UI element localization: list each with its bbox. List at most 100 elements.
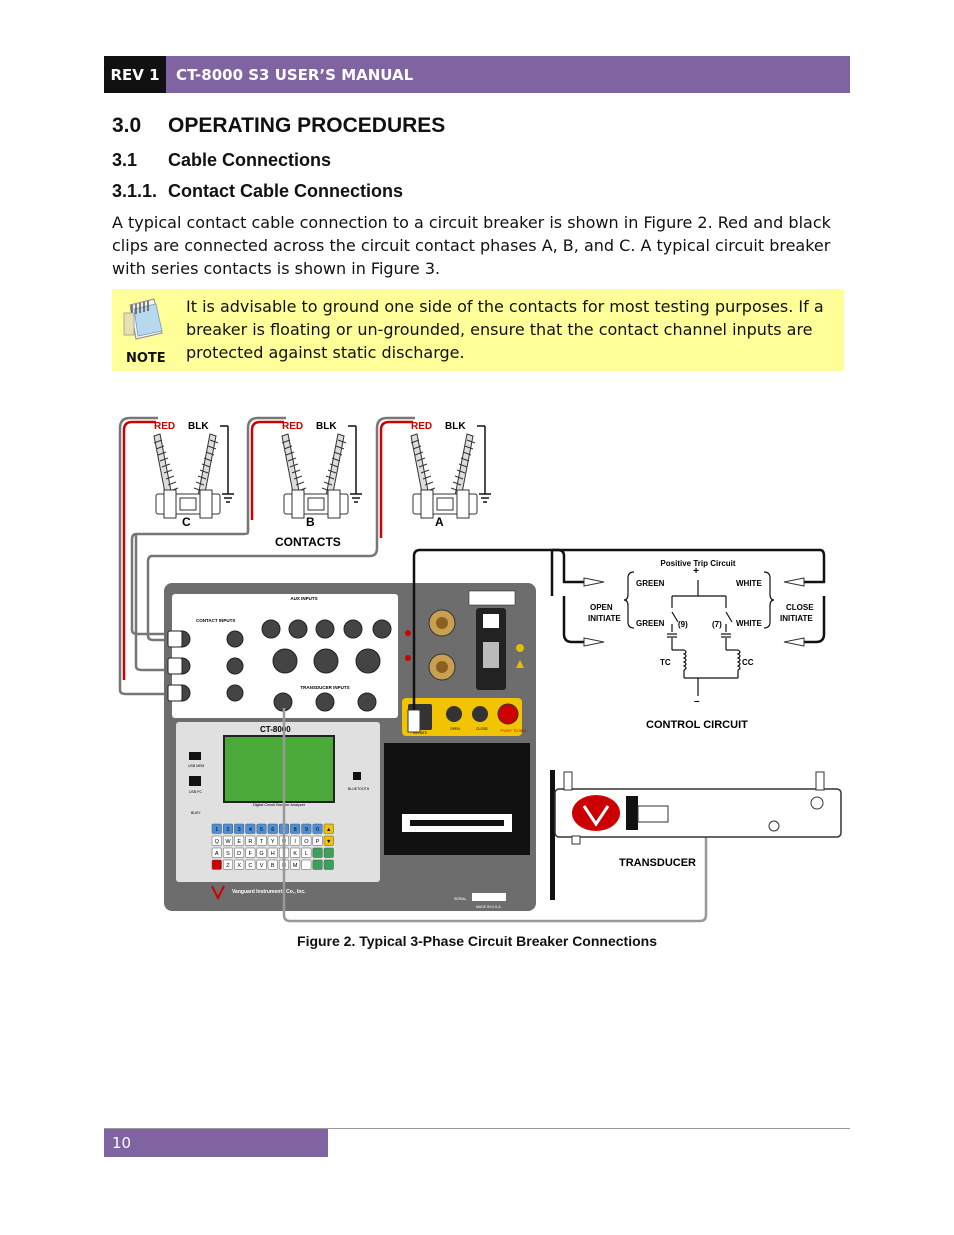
keypad-key [312,835,323,846]
keypad-key [301,835,312,846]
phase-c: RED BLK C [118,416,234,690]
keypad-key-label: M [293,863,298,869]
keypad-key [301,847,312,858]
push-label: "PUSH" TO ARM [500,729,527,733]
keypad-key [222,847,233,858]
keypad-key-label: E [237,839,241,845]
keypad-key-label: D [237,851,241,857]
keypad-key-label: L [305,851,308,857]
keypad-key-label: ▼ [326,839,331,845]
phase-c-red: RED [154,421,175,432]
keypad-key-label: 6 [271,827,274,833]
phase-a-label: A [435,515,444,529]
keypad-key [222,859,233,870]
subsection-number: 3.1 [112,150,138,170]
keypad-key-label: 8 [294,827,297,833]
initiate-label: INITIATE [413,731,428,735]
keypad-key-label: 9 [305,827,308,833]
keypad-key [267,859,278,870]
contacts-label: CONTACTS [275,535,341,549]
keypad-key [234,835,245,846]
aux-inputs-label: AUX INPUTS [290,596,317,601]
keypad-key [245,847,256,858]
cc-label: CC [742,658,754,667]
section-title: OPERATING PROCEDURES [168,114,446,137]
subsubsection-title: Contact Cable Connections [168,181,404,201]
keypad-key [267,823,278,834]
manual-title: CT-8000 S3 USER’S MANUAL [166,56,850,93]
transducer-inputs-label: TRANSDUCER INPUTS [300,685,349,690]
open-label: OPEN [450,727,460,731]
keypad-key [256,823,267,834]
n9-label: (9) [678,620,688,629]
keypad-key [323,823,334,834]
keypad-key [290,835,301,846]
keypad-key-label: F [249,851,253,857]
keypad-key-label: 5 [260,827,263,833]
keypad-key [211,835,222,846]
green1-label: GREEN [636,579,665,588]
keypad-key-label: H [271,851,275,857]
keypad-key-label: 4 [249,827,252,833]
footer-divider [104,1128,850,1129]
made-in-label: MADE IN U.S.A. [476,905,502,909]
n7-label: (7) [712,620,722,629]
open-initiate-label-2: INITIATE [588,614,621,623]
phase-b-red: RED [282,421,303,432]
keypad-key-label: ▲ [326,827,331,833]
ct8000-device: AUX INPUTS CONTACT INPUTS TRANSDUCER INP… [164,583,536,911]
phase-a-red: RED [411,421,432,432]
subsection-heading: 3.1 Cable Connections [112,150,331,171]
keypad-key [267,835,278,846]
close-initiate-label-2: INITIATE [780,614,813,623]
bluetooth-label: BLUETOOTH [348,787,370,791]
keypad-key [267,847,278,858]
phase-b-label: B [306,515,315,529]
keypad-key-label: W [225,839,231,845]
phase-c-label: C [182,515,191,529]
body-paragraph: A typical contact cable connection to a … [112,213,831,278]
control-circuit: Positive Trip Circuit + GREEN WHITE GREE… [550,548,826,731]
keypad-key [256,859,267,870]
phase-b: RED BLK B [246,416,362,530]
white2-label: WHITE [736,619,762,628]
keypad-key [323,835,334,846]
keypad-key-label: S [226,851,230,857]
keypad-key [245,823,256,834]
keypad-key-label: V [260,863,264,869]
keypad-key-label: X [237,863,241,869]
keypad-key-label: B [271,863,275,869]
keypad-key [234,859,245,870]
page-number: 10 [104,1129,328,1157]
phase-b-blk: BLK [316,421,337,432]
model-label: CT-8000 [260,725,291,734]
section-number: 3.0 [112,114,142,137]
transducer-label: TRANSDUCER [619,857,696,869]
keypad-key [301,823,312,834]
screen-label: Digital Circuit Breaker Analyzer [253,803,306,807]
keypad-key-label: 3 [238,827,241,833]
connection-diagram: RED BLK C RED BLK [118,416,842,923]
subsubsection-heading: 3.1.1.Contact Cable Connections [112,181,403,202]
keypad-key [211,823,222,834]
open-initiate-label: OPEN [590,603,613,612]
trip-circuit-title: Positive Trip Circuit [660,559,735,568]
transducer: TRANSDUCER [550,770,842,900]
close-initiate-label: CLOSE [786,603,814,612]
keypad-key [312,823,323,834]
usb-pc-label: USB PC [189,790,203,794]
plus-label: + [693,566,699,577]
keypad-key [290,847,301,858]
note-label: NOTE [126,351,166,366]
subsection-title: Cable Connections [168,150,332,170]
keypad-key-label: A [215,851,219,857]
page-header: REV 1 CT-8000 S3 USER’S MANUAL [104,56,850,93]
control-circuit-label: CONTROL CIRCUIT [646,719,748,731]
keypad-key-label: 0 [316,827,319,833]
phase-a-blk: BLK [445,421,466,432]
keypad-key [323,859,334,870]
keypad-key [234,823,245,834]
notepad-icon [123,298,163,340]
keypad-key [312,847,323,858]
